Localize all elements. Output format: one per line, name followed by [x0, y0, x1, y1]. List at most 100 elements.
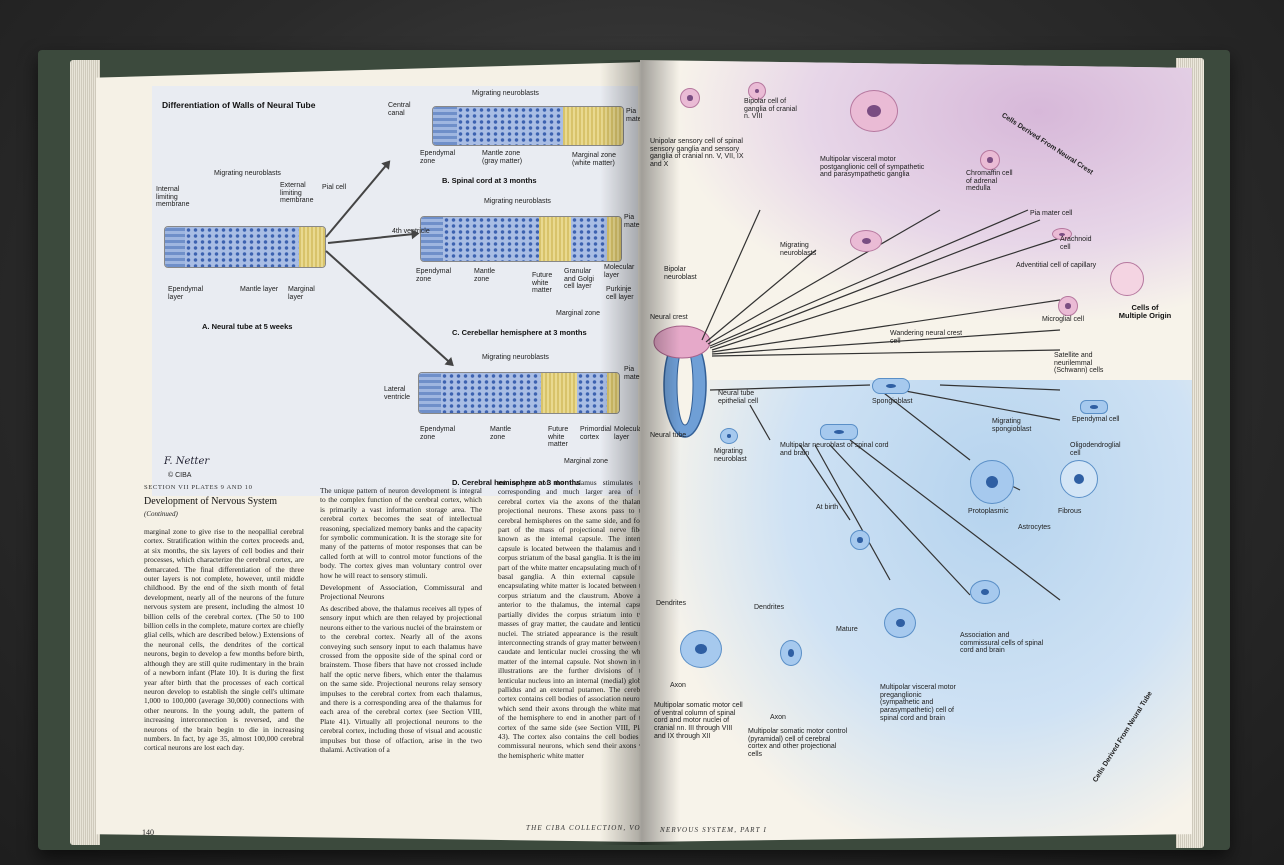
label-oligo: Oligodendroglial cell [1070, 442, 1121, 457]
arrow-to-c [327, 232, 418, 244]
migrating-neuroblast-cell [850, 230, 882, 252]
at-birth-neuron [850, 530, 870, 550]
panel-c-ependymal-label: Ependymal zone [416, 268, 452, 283]
running-head-right: NERVOUS SYSTEM, PART I [660, 826, 768, 834]
panel-a-migrating-label: Migrating neuroblasts [214, 170, 281, 177]
panel-b-mantle-label: Mantle zone (gray matter) [482, 150, 523, 165]
panel-d-future-white-label: Future white matter [548, 426, 569, 449]
label-migrating-nb: Migrating neuroblasts [780, 242, 817, 257]
page-number: 140 [142, 828, 154, 837]
panel-d-primordial-label: Primordial cortex [580, 426, 612, 441]
multipolar-visceral-cell [850, 90, 898, 132]
page-edges-left [70, 60, 100, 845]
label-epithelial: Neural tube epithelial cell [718, 390, 759, 405]
label-microglial: Microglial cell [1042, 316, 1085, 323]
label-fibrous: Fibrous [1058, 508, 1082, 515]
arrow-to-b [325, 161, 390, 238]
microglial-cell [1058, 296, 1078, 316]
article-title: Development of Nervous System [144, 496, 278, 507]
right-page: Unipolar sensory cell of spinal sensory … [640, 60, 1192, 842]
label-arachnoid: Arachnoid cell [1060, 236, 1092, 251]
label-visceral-pre: Multipolar visceral motor preganglionic … [880, 684, 956, 722]
fibrous-astrocyte [1060, 460, 1098, 498]
panel-c-future-white-label: Future white matter [532, 272, 553, 295]
panel-d-marginal-label: Marginal zone [564, 458, 608, 465]
panel-d-ependymal-label: Ependymal zone [420, 426, 456, 441]
unipolar-cell [680, 88, 700, 108]
panel-d-mantle-label: Mantle zone [490, 426, 512, 441]
neural-tube-zone [670, 380, 1192, 842]
ependymal-cell [1080, 400, 1108, 414]
label-spongioblast: Spongioblast [872, 398, 913, 405]
protoplasmic-astrocyte [970, 460, 1014, 504]
pia-mater-cell [1052, 228, 1072, 240]
panel-b-ependymal-label: Ependymal zone [420, 150, 456, 165]
panel-b-band [432, 106, 624, 146]
label-pia-cell: Pia mater cell [1030, 210, 1073, 217]
text-column-1: marginal zone to give rise to the neopal… [144, 527, 304, 753]
panel-a-mantle-label: Mantle layer [240, 286, 279, 293]
neural-crest-zone [680, 60, 1192, 320]
spongioblast-cell [872, 378, 910, 394]
panel-c-band [420, 216, 622, 262]
panel-d-caption: D. Cerebral hemisphere at 3 months [452, 478, 581, 487]
panel-c-caption: C. Cerebellar hemisphere at 3 months [452, 328, 587, 337]
text-column-3: minute part of the thalamus stimulates t… [498, 478, 644, 760]
migrating-neuroblast-blue [720, 428, 738, 444]
label-at-birth: At birth [816, 504, 839, 511]
somatic-motor-cell [680, 630, 722, 668]
neural-tube-illustration [663, 332, 707, 438]
panel-d-band [418, 372, 620, 414]
pyramidal-cell [780, 640, 802, 666]
panel-b-migrating-label: Migrating neuroblasts [472, 90, 539, 97]
text-column-2: The unique pattern of neuron development… [320, 486, 482, 816]
running-head-left: THE CIBA COLLECTION, VOLUME [526, 824, 644, 832]
panel-d-ventricle-label: Lateral ventricle [384, 386, 411, 401]
left-page: Differentiation of Walls of Neural Tube … [96, 62, 644, 842]
panel-c-molecular-label: Molecular layer [604, 264, 635, 279]
label-migrating-sp: Migrating spongioblast [992, 418, 1032, 433]
column-2-para-2: As described above, the thalamus receive… [320, 603, 482, 754]
label-neural-tube: Neural tube [650, 432, 687, 439]
label-mature: Mature [836, 626, 858, 633]
panel-c-pia-label: Pia mater [624, 214, 642, 229]
panel-b-marginal-label: Marginal zone (white matter) [572, 152, 616, 167]
label-bipolar-nb: Bipolar neuroblast [664, 266, 697, 281]
panel-b-pia-label: Pia mater [626, 108, 644, 123]
panel-a-marginal-label: Marginal layer [288, 286, 315, 301]
article-subtitle: (Continued) [144, 510, 178, 518]
section-head: SECTION VII PLATES 9 AND 10 [144, 484, 253, 491]
panel-a-pial-label: Pial cell [322, 184, 347, 191]
panel-b-caption: B. Spinal cord at 3 months [442, 176, 537, 185]
label-bipolar-viii: Bipolar cell of ganglia of cranial n. VI… [744, 98, 797, 121]
association-cell [970, 580, 1000, 604]
label-multipolar-nb: Multipolar neuroblast of spinal cord and… [780, 442, 889, 457]
neural-crest-illustration [653, 325, 711, 359]
label-unipolar: Unipolar sensory cell of spinal sensory … [650, 138, 744, 169]
panel-c-granular-label: Granular and Golgi cell layer [564, 268, 594, 291]
label-satellite: Satellite and neurilemmal (Schwann) cell… [1054, 352, 1104, 375]
column-2-para: The unique pattern of neuron development… [320, 486, 482, 580]
panel-b-central-label: Central canal [388, 102, 411, 117]
label-astrocytes: Astrocytes [1018, 524, 1051, 531]
label-multiple-origin: Cells of Multiple Origin [1118, 303, 1172, 321]
label-chromaffin: Chromaffin cell of adrenal medulla [966, 170, 1013, 193]
label-pyramidal: Multipolar somatic motor control (pyrami… [748, 728, 848, 759]
figure-title: Differentiation of Walls of Neural Tube [162, 100, 316, 110]
column-2-subhead: Development of Association, Commissural … [320, 583, 482, 602]
artist-signature: F. Netter [164, 456, 210, 467]
neural-tube-figure: Differentiation of Walls of Neural Tube … [152, 86, 644, 496]
panel-c-migrating-label: Migrating neuroblasts [484, 198, 551, 205]
copyright-label: © CIBA [168, 472, 192, 479]
panel-d-pia-label: Pia mater [624, 366, 642, 381]
label-assoc: Association and commissural cells of spi… [960, 632, 1044, 655]
label-dendrites: Dendrites [656, 600, 686, 607]
label-multipolar-visceral: Multipolar visceral motor postganglionic… [820, 156, 925, 179]
label-wandering: Wandering neural crest cell [890, 330, 963, 345]
label-multi-motor: Multipolar somatic motor cell of ventral… [654, 702, 743, 740]
panel-a-caption: A. Neural tube at 5 weeks [202, 322, 293, 331]
capillary-cell [1110, 262, 1144, 296]
panel-d-migrating-label: Migrating neuroblasts [482, 354, 549, 361]
visceral-preganglionic-cell [884, 608, 916, 638]
panel-c-marginal-label: Marginal zone [556, 310, 600, 317]
